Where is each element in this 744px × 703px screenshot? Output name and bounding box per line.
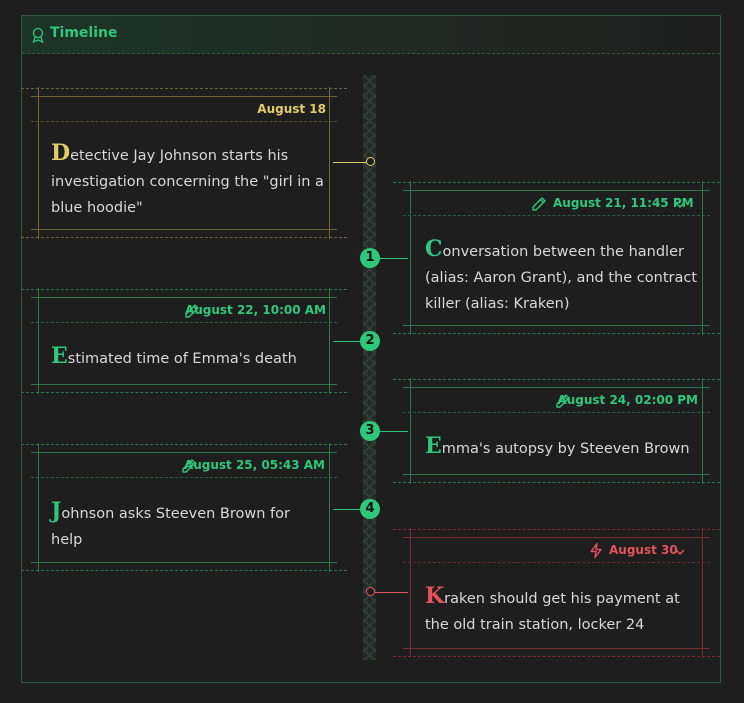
chevron-down-icon[interactable]	[674, 199, 686, 211]
panel-title: Timeline	[50, 25, 118, 41]
pencil-icon[interactable]	[181, 458, 197, 474]
event-number-badge: 3	[360, 421, 380, 441]
event-date: August 24, 02:00 PM	[557, 393, 698, 407]
connector-line	[333, 162, 366, 163]
panel-header: Timeline	[22, 16, 720, 54]
event-number-badge: 2	[360, 331, 380, 351]
pencil-icon[interactable]	[555, 393, 571, 409]
event-date: August 18	[257, 102, 326, 116]
event-number-badge: 4	[360, 499, 380, 519]
timeline-marker	[366, 587, 375, 596]
pencil-icon[interactable]	[531, 196, 547, 212]
event-date: August 25, 05:43 AM	[183, 458, 325, 472]
connector-line	[333, 341, 363, 342]
timeline-marker	[366, 157, 375, 166]
event-date: August 21, 11:45 PM	[553, 196, 694, 210]
timeline-event-3[interactable]: August 22, 10:00 AM Estimated time of Em…	[21, 288, 347, 394]
event-description: Detective Jay Johnson starts his investi…	[51, 140, 324, 216]
event-date: August 30	[609, 543, 678, 557]
connector-line	[333, 509, 363, 510]
pencil-icon[interactable]	[184, 303, 200, 319]
connector-line	[378, 258, 408, 259]
chevron-down-icon[interactable]	[674, 546, 686, 558]
event-description: Emma's autopsy by Steeven Brown	[425, 433, 690, 459]
event-description: Estimated time of Emma's death	[51, 343, 297, 369]
timeline-event-5[interactable]: August 25, 05:43 AM Johnson asks Steeven…	[21, 443, 347, 572]
event-number-badge: 1	[360, 248, 380, 268]
lightning-icon[interactable]	[588, 542, 604, 559]
timeline-event-2[interactable]: August 21, 11:45 PM Conversation between…	[393, 181, 720, 335]
event-description: Johnson asks Steeven Brown for help	[51, 498, 290, 548]
medal-icon	[32, 27, 44, 43]
event-description: Conversation between the handler (alias:…	[425, 236, 698, 312]
timeline-event-1[interactable]: August 18 Detective Jay Johnson starts h…	[21, 87, 347, 239]
event-description: Kraken should get his payment at the old…	[425, 583, 680, 633]
connector-line	[378, 431, 408, 432]
timeline-event-4[interactable]: August 24, 02:00 PM Emma's autopsy by St…	[393, 378, 720, 484]
connector-line	[375, 592, 408, 593]
event-date: August 22, 10:00 AM	[184, 303, 326, 317]
timeline-event-6[interactable]: August 30 Kraken should get his payment …	[393, 528, 720, 658]
